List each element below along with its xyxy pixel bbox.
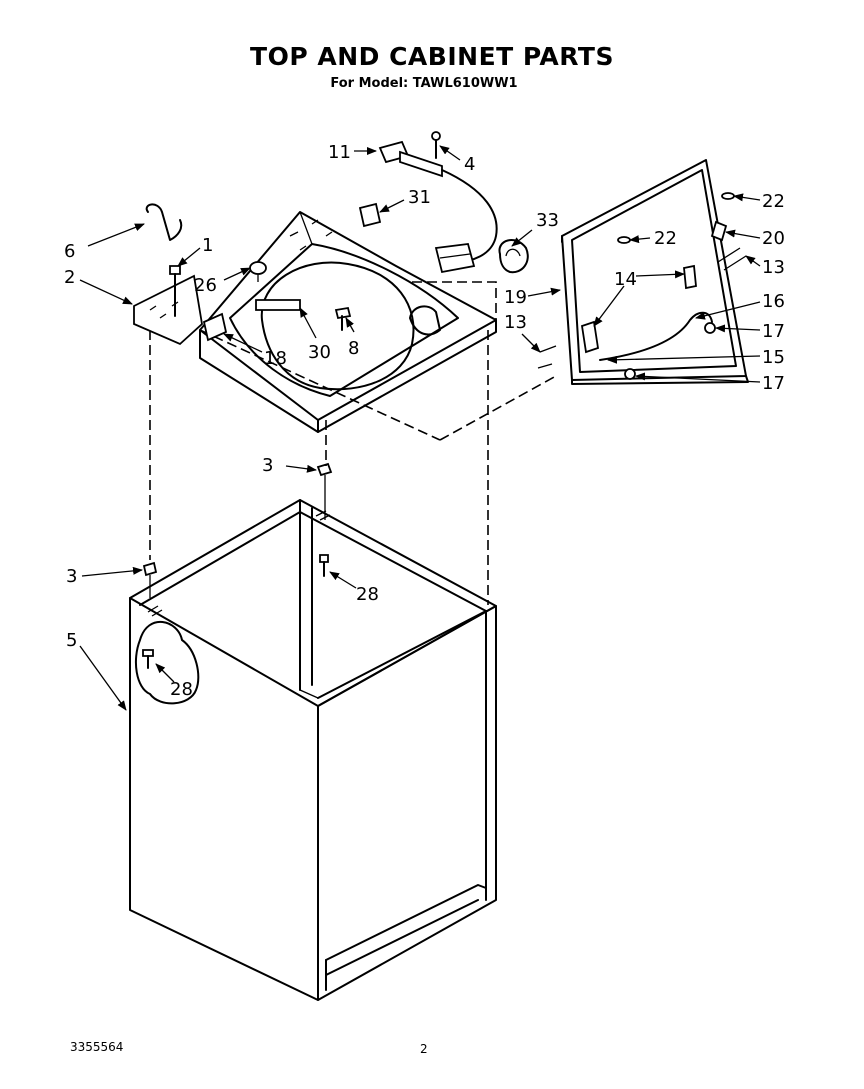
- lid-alignment-line: [439, 375, 557, 441]
- callout-26: 26: [194, 275, 217, 296]
- screw-28-rear: [319, 554, 329, 577]
- callout-11: 11: [328, 142, 351, 163]
- callout-13-left: 13: [504, 312, 527, 333]
- callout-18: 18: [264, 348, 287, 369]
- cabinet-clip-3-left: [142, 561, 158, 598]
- callout-19: 19: [504, 287, 527, 308]
- callout-3-rear: 3: [262, 455, 273, 476]
- callout-15: 15: [762, 347, 785, 368]
- callout-17-top: 17: [762, 321, 785, 342]
- callout-22-lid: 22: [654, 228, 677, 249]
- callout-31: 31: [408, 187, 431, 208]
- lid-19: [537, 159, 749, 385]
- page-title: TOP AND CABINET PARTS: [250, 42, 614, 71]
- page-number: 2: [420, 1042, 428, 1056]
- callout-5: 5: [66, 630, 77, 651]
- callout-28-front: 28: [170, 679, 193, 700]
- callout-1: 1: [202, 235, 213, 256]
- callout-3-front: 3: [66, 566, 77, 587]
- screw-4: [431, 131, 441, 159]
- document-number: 3355564: [70, 1040, 124, 1054]
- pad-30: [255, 299, 301, 311]
- callout-4: 4: [464, 154, 475, 175]
- switch-line: [412, 281, 497, 330]
- callout-17-bottom: 17: [762, 373, 785, 394]
- model-subtitle: For Model: TAWL610WW1: [330, 76, 518, 91]
- callout-14: 14: [614, 269, 637, 290]
- callout-20: 20: [762, 228, 785, 249]
- cabinet-clip-3-right: [316, 462, 333, 520]
- callout-6: 6: [64, 241, 75, 262]
- callout-22-top: 22: [762, 191, 785, 212]
- hinge-18: [202, 312, 228, 342]
- callout-30: 30: [308, 342, 331, 363]
- spring-clip-6: [145, 203, 183, 241]
- callout-16: 16: [762, 291, 785, 312]
- grommet-26: [249, 261, 267, 282]
- hinge-bracket-2: [133, 274, 203, 346]
- callout-8: 8: [348, 338, 359, 359]
- screw-8: [334, 306, 352, 331]
- callout-28-rear: 28: [356, 584, 379, 605]
- screw-1: [169, 265, 181, 317]
- lid-switch-11: [378, 140, 498, 274]
- cabinet: [129, 499, 497, 1001]
- switch-shield-33: [498, 239, 529, 274]
- callout-13-right: 13: [762, 257, 785, 278]
- callout-leaders: [79, 145, 761, 711]
- callout-33: 33: [536, 210, 559, 231]
- callout-2: 2: [64, 267, 75, 288]
- clip-31: [358, 202, 382, 228]
- screw-28-front: [142, 649, 154, 669]
